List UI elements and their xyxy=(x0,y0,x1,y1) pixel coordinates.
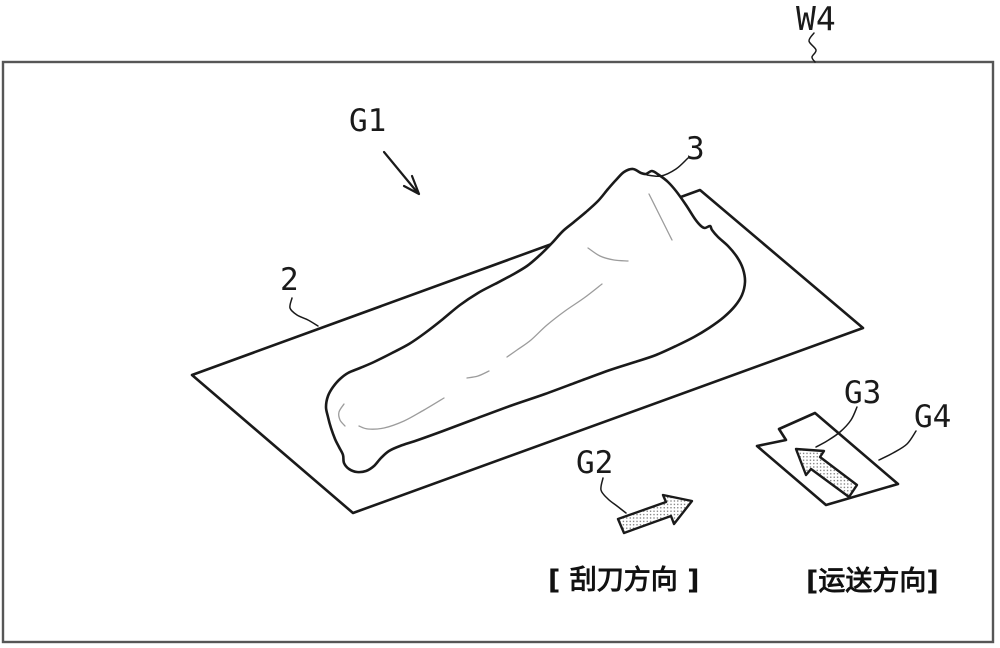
wrinkle-line xyxy=(338,403,346,427)
caption-squeegee-direction: [ 刮刀方向 ] xyxy=(548,564,699,596)
wrinkle-line xyxy=(466,370,490,379)
leader-lines xyxy=(289,32,917,514)
carrier-plate xyxy=(755,411,900,507)
leader-g2 xyxy=(600,477,627,514)
leader-w4 xyxy=(808,32,817,63)
leader-g3 xyxy=(815,406,858,448)
wrinkle-line xyxy=(358,397,445,430)
leader-part2 xyxy=(289,297,319,327)
paste-blob xyxy=(324,167,747,474)
wrinkle-line xyxy=(587,247,629,262)
caption-transport-direction: [运送方向] xyxy=(806,565,939,597)
leader-g4 xyxy=(878,430,917,461)
label-g1: G1 xyxy=(349,103,386,139)
label-g3: G3 xyxy=(844,375,881,411)
label-g2: G2 xyxy=(576,445,613,481)
blob-wrinkle-lines xyxy=(338,193,673,430)
transport-direction-arrow-icon xyxy=(794,447,859,499)
label-part3: 3 xyxy=(686,131,705,167)
leader-part3 xyxy=(646,157,689,178)
squeegee-direction-arrow-icon xyxy=(616,493,694,535)
label-part2: 2 xyxy=(280,262,299,298)
figure-border xyxy=(1,60,995,644)
g1-pointer-arrow-icon xyxy=(382,150,421,196)
wrinkle-line xyxy=(506,283,603,358)
wrinkle-line xyxy=(648,193,673,241)
label-g4: G4 xyxy=(914,399,951,435)
label-w4: W4 xyxy=(796,0,836,38)
